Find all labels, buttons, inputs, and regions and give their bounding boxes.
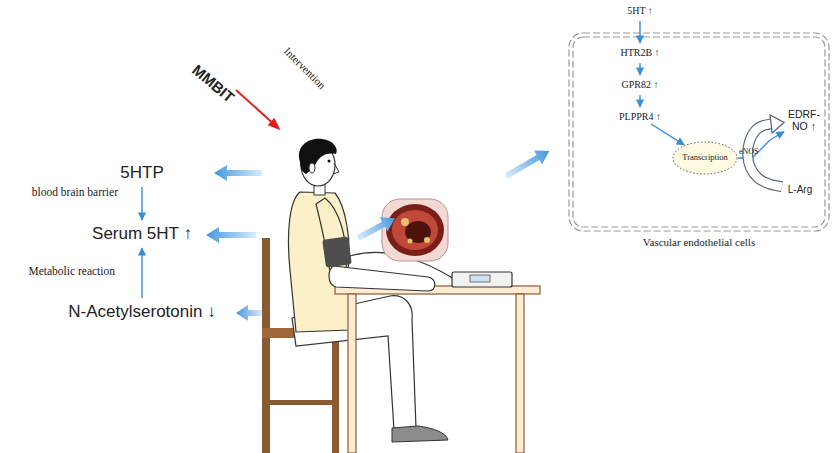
pathway-arrow: [640, 95, 641, 107]
gene-label: GPR82 ↑: [600, 78, 680, 92]
intervention-name: MMBIT: [189, 62, 237, 106]
chair-back: [262, 238, 270, 453]
gene-label: PLPPR4 ↑: [600, 110, 680, 124]
flow-arrow: [354, 211, 399, 245]
flow-arrow: [206, 227, 256, 243]
connectors: [142, 21, 784, 298]
arrow-line: [651, 124, 684, 145]
node-text: Transcription: [682, 153, 728, 163]
ellipse-shape: [673, 142, 737, 174]
table-leg: [516, 294, 524, 453]
vessel-lumen: [405, 221, 431, 243]
node-text: L-Arg: [788, 184, 812, 196]
node-text: GPR82 ↑: [622, 79, 659, 91]
bp-monitor: [452, 272, 512, 287]
flow-arrow: [236, 305, 262, 321]
flow-arrow: [214, 165, 262, 181]
intervention-arrow: [233, 86, 284, 134]
plaque: [424, 237, 430, 243]
pathway-arrow: [651, 124, 684, 145]
arrow-line: [141, 187, 142, 220]
arrow-line: [639, 63, 640, 75]
node-text: 5HTP: [120, 163, 163, 183]
pathway-arrow: [142, 187, 143, 220]
ear: [309, 163, 315, 173]
cell-outline: [568, 32, 830, 232]
node-text: PLPPR4 ↑: [619, 111, 661, 123]
arrow-line: [738, 132, 784, 158]
inner-membrane: [573, 37, 825, 227]
transcription-ellipse: Transcription: [672, 141, 738, 175]
node-text: HTR2B ↑: [620, 47, 659, 59]
hair: [299, 139, 337, 174]
edge-label: Metabolic reaction: [28, 265, 115, 278]
node-text: 5HT ↑: [627, 5, 653, 17]
plaque: [408, 239, 413, 244]
metabolite-label: N-Acetylserotonin ↓: [42, 301, 242, 323]
substrate-label: L-Arg: [782, 183, 818, 197]
arrow-line: [141, 248, 142, 298]
pathway-arrow: [640, 63, 641, 75]
patient-arm: [316, 198, 456, 291]
chair-rung: [270, 400, 332, 405]
eye: [328, 160, 331, 163]
blood-vessel: [382, 199, 448, 261]
vessel-wall: [386, 204, 444, 256]
vessel-intima: [392, 210, 438, 250]
band-head: [770, 115, 784, 133]
table-leg: [348, 294, 356, 453]
node-text: N-Acetylserotonin ↓: [68, 302, 215, 322]
bp-cuff: [322, 236, 352, 267]
nose: [333, 163, 339, 174]
gene-label: HTR2B ↑: [600, 46, 680, 60]
pathway-arrow: [738, 132, 784, 158]
patient-figure: [288, 182, 448, 442]
gene-label: 5HT ↑: [610, 4, 670, 18]
metabolite-label: Serum 5HT ↑: [62, 223, 222, 245]
monitor-body: [452, 272, 512, 287]
node-text: Serum 5HT ↑: [92, 224, 192, 244]
pathway-arrow: [640, 21, 641, 43]
patient-head: [299, 139, 339, 186]
cell-caption: Vascular endothelial cells: [568, 236, 830, 249]
arrow-label: Intervention: [282, 45, 329, 92]
metabolite-label: 5HTP: [62, 162, 222, 184]
plaque: [401, 218, 409, 226]
edge-label: eNOS: [739, 147, 759, 156]
monitor-screen: [470, 275, 490, 282]
node-text: EDRF-NO ↑: [784, 108, 824, 132]
arrow-line: [639, 95, 640, 107]
product-label: EDRF-NO ↑: [784, 106, 824, 134]
arrow-shaft: [236, 90, 273, 123]
table: [335, 286, 540, 453]
slipper: [392, 426, 448, 442]
arrow-head: [268, 118, 284, 134]
vessel-frame: [382, 199, 448, 261]
flow-arrow: [502, 144, 553, 183]
chair-leg: [332, 338, 339, 453]
outer-membrane: [569, 33, 829, 231]
cell-boundary: Vascular endothelial cellsHTR2B ↑GPR82 ↑…: [568, 32, 830, 232]
flow-arrows: [206, 144, 553, 321]
edge-label: blood brain barrier: [32, 185, 118, 198]
arrow-line: [639, 21, 640, 43]
pathway-arrow: [142, 248, 143, 298]
forearm: [329, 266, 435, 291]
